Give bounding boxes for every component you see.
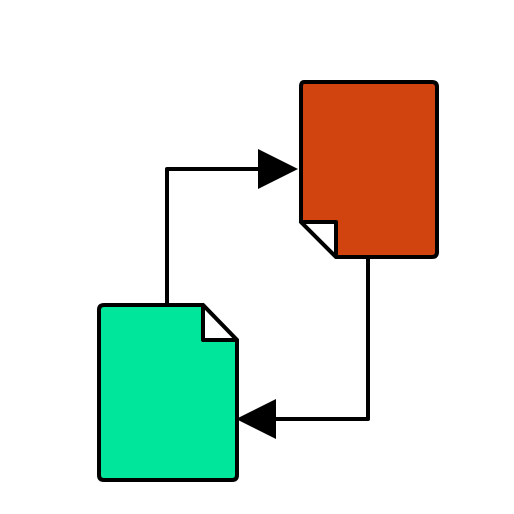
arrow-up-right-icon <box>165 149 298 306</box>
orange-document-icon <box>299 80 439 259</box>
arrow-down-left-icon <box>236 256 370 439</box>
green-document-icon <box>97 303 239 482</box>
